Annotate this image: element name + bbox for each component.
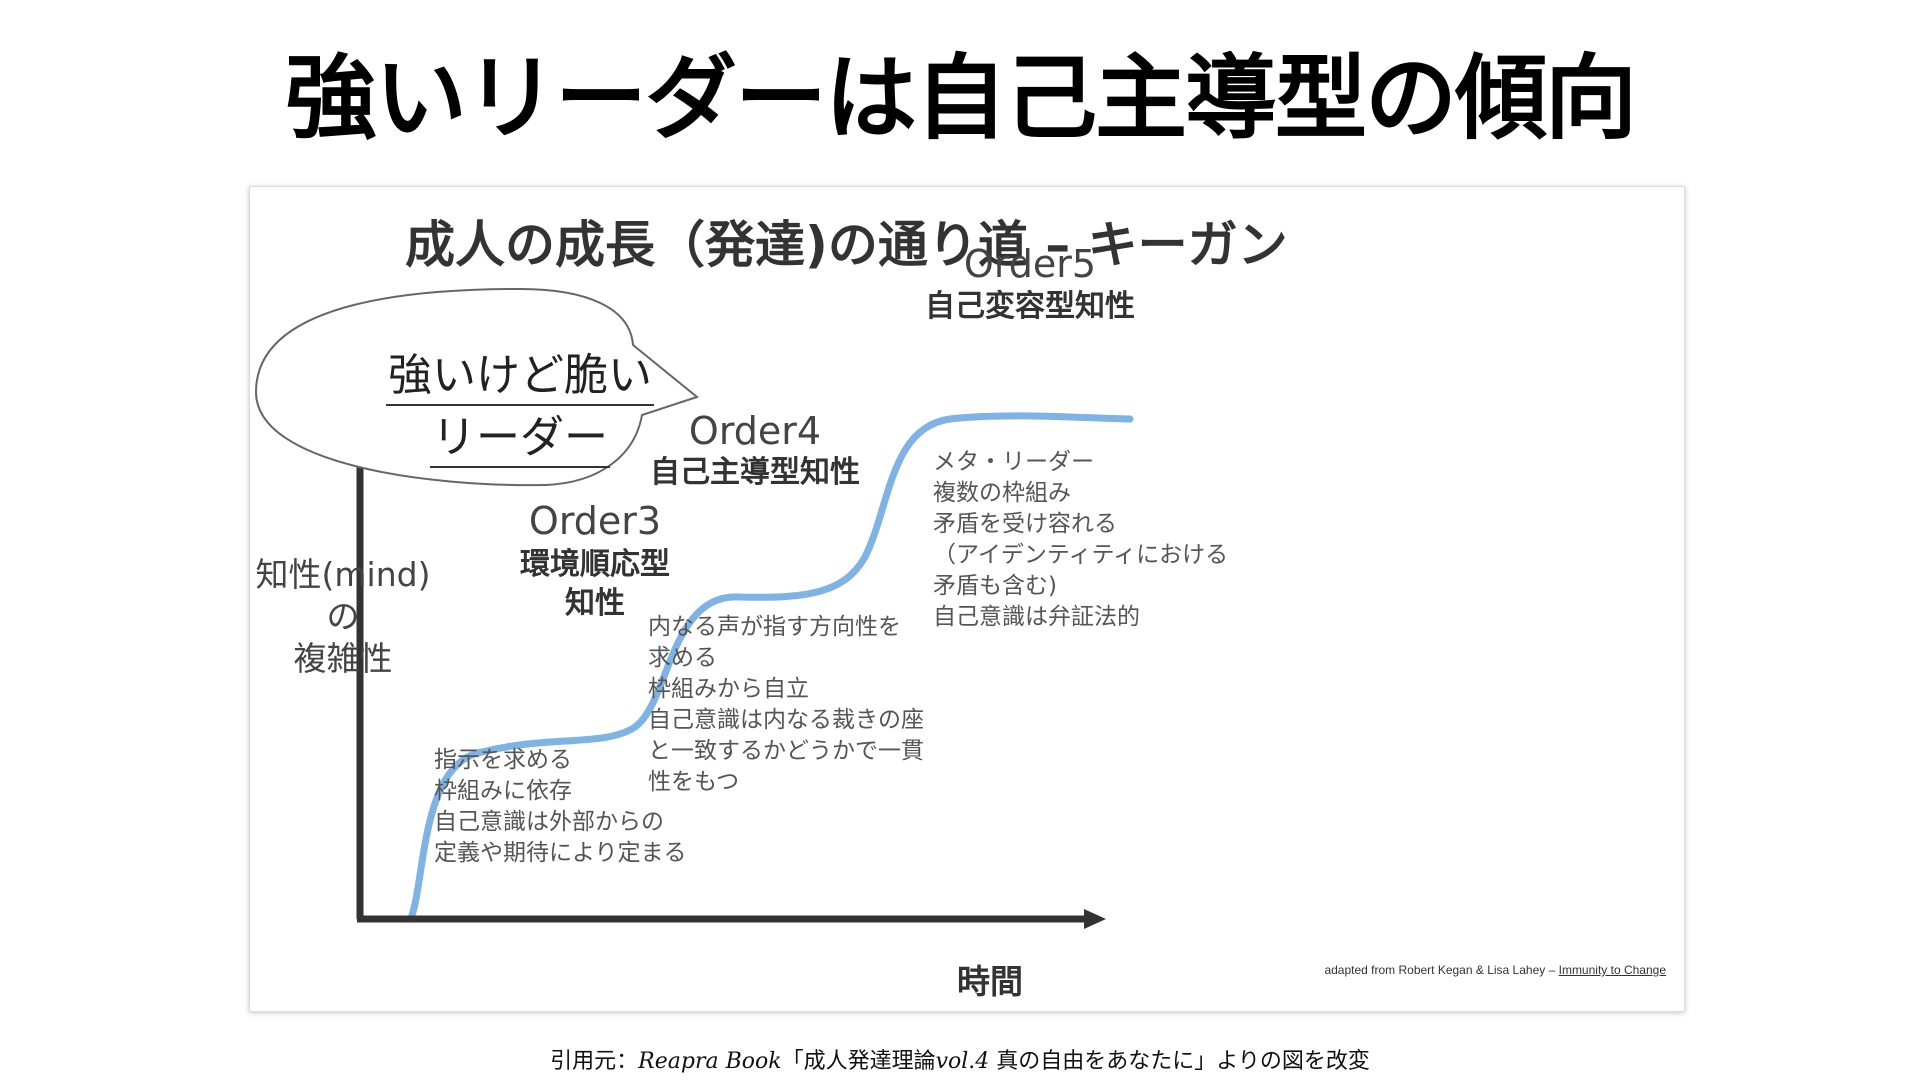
- order5-description: メタ・リーダー 複数の枠組み 矛盾を受け容れる （アイデンティティにおける 矛盾…: [933, 447, 1228, 633]
- order3-type-line-1: 環境順応型: [520, 547, 670, 582]
- order4-desc-line-1: 内なる声が指す方向性を: [648, 614, 901, 640]
- growth-curve: [408, 412, 1134, 919]
- y-axis-label-line-1: 知性(mind): [255, 555, 431, 594]
- order3-desc-line-1: 指示を求める: [434, 747, 572, 773]
- order5-type-line-1: 自己変容型知性: [925, 289, 1135, 324]
- order5-desc-line-1: メタ・リーダー: [933, 449, 1094, 475]
- slide-title: 成人の成長（発達)の通り道 – キーガン: [405, 216, 1288, 274]
- diagram-graphics: [254, 287, 1134, 929]
- order3-type: 環境順応型 知性: [455, 545, 735, 623]
- order4-desc-line-5: と一致するかどうかで一貫: [648, 738, 924, 764]
- y-axis-label-line-3: 複雑性: [293, 638, 393, 678]
- order3-type-line-2: 知性: [565, 586, 625, 621]
- order4-desc-line-4: 自己意識は内なる裁きの座: [648, 707, 924, 733]
- order5-desc-line-6: 自己意識は弁証法的: [933, 604, 1140, 630]
- x-axis-label: 時間: [957, 962, 1023, 1001]
- citation: 引用元：Reapra Book「成人発達理論vol.4 真の自由をあなたに」より…: [0, 1043, 1920, 1075]
- order3-desc-line-3: 自己意識は外部からの: [434, 809, 664, 835]
- order4-description: 内なる声が指す方向性を 求める 枠組みから自立 自己意識は内なる裁きの座 と一致…: [648, 612, 924, 798]
- citation-prefix: 引用元：: [550, 1049, 639, 1074]
- order4-desc-line-6: 性をもつ: [648, 769, 740, 795]
- y-axis-label-line-2: の: [326, 596, 360, 636]
- order3-name: Order3: [528, 499, 662, 543]
- order5-desc-line-4: （アイデンティティにおける: [933, 542, 1229, 568]
- order4-name: Order4: [688, 409, 822, 453]
- order5-desc-line-3: 矛盾を受け容れる: [933, 511, 1117, 537]
- order5-desc-line-5: 矛盾も含む): [933, 573, 1057, 599]
- order5-desc-line-2: 複数の枠組み: [933, 480, 1071, 506]
- citation-rest: 真の自由をあなたに」よりの図を改変: [996, 1049, 1370, 1074]
- main-title: 強いリーダーは自己主導型の傾向: [284, 45, 1637, 152]
- bubble-text: 強いけど脆い リーダー: [370, 345, 670, 469]
- order3-desc-line-4: 定義や期待により定まる: [434, 840, 687, 866]
- order4-desc-line-2: 求める: [648, 645, 717, 671]
- order5-type: 自己変容型知性: [860, 287, 1200, 326]
- x-axis-arrowhead: [1084, 909, 1106, 929]
- speech-bubble: [254, 287, 700, 487]
- credit-text: adapted from Robert Kegan & Lisa Lahey –: [1324, 963, 1556, 977]
- order5-name: Order5: [963, 242, 1097, 286]
- order4-type: 自己主導型知性: [605, 453, 905, 492]
- diagram-card: 成人の成長（発達)の通り道 – キーガン 強いけど脆い リーダー 知性(mind…: [249, 186, 1685, 1012]
- bubble-line-2: リーダー: [430, 410, 610, 468]
- credit-link[interactable]: Immunity to Change: [1558, 963, 1666, 977]
- order3-description: 指示を求める 枠組みに依存 自己意識は外部からの 定義や期待により定まる: [434, 745, 687, 869]
- order3-desc-line-2: 枠組みに依存: [434, 778, 572, 804]
- citation-volume: vol.4: [935, 1049, 990, 1074]
- source-credit: adapted from Robert Kegan & Lisa Lahey –…: [1324, 963, 1666, 977]
- citation-book: Reapra Book: [638, 1049, 782, 1074]
- bubble-line-1: 強いけど脆い: [386, 348, 654, 406]
- y-axis-label: 知性(mind) の 複雑性: [250, 554, 436, 680]
- order4-desc-line-3: 枠組みから自立: [648, 676, 809, 702]
- order4-type-line-1: 自己主導型知性: [650, 455, 860, 490]
- citation-open-quote: 「成人発達理論: [781, 1049, 936, 1074]
